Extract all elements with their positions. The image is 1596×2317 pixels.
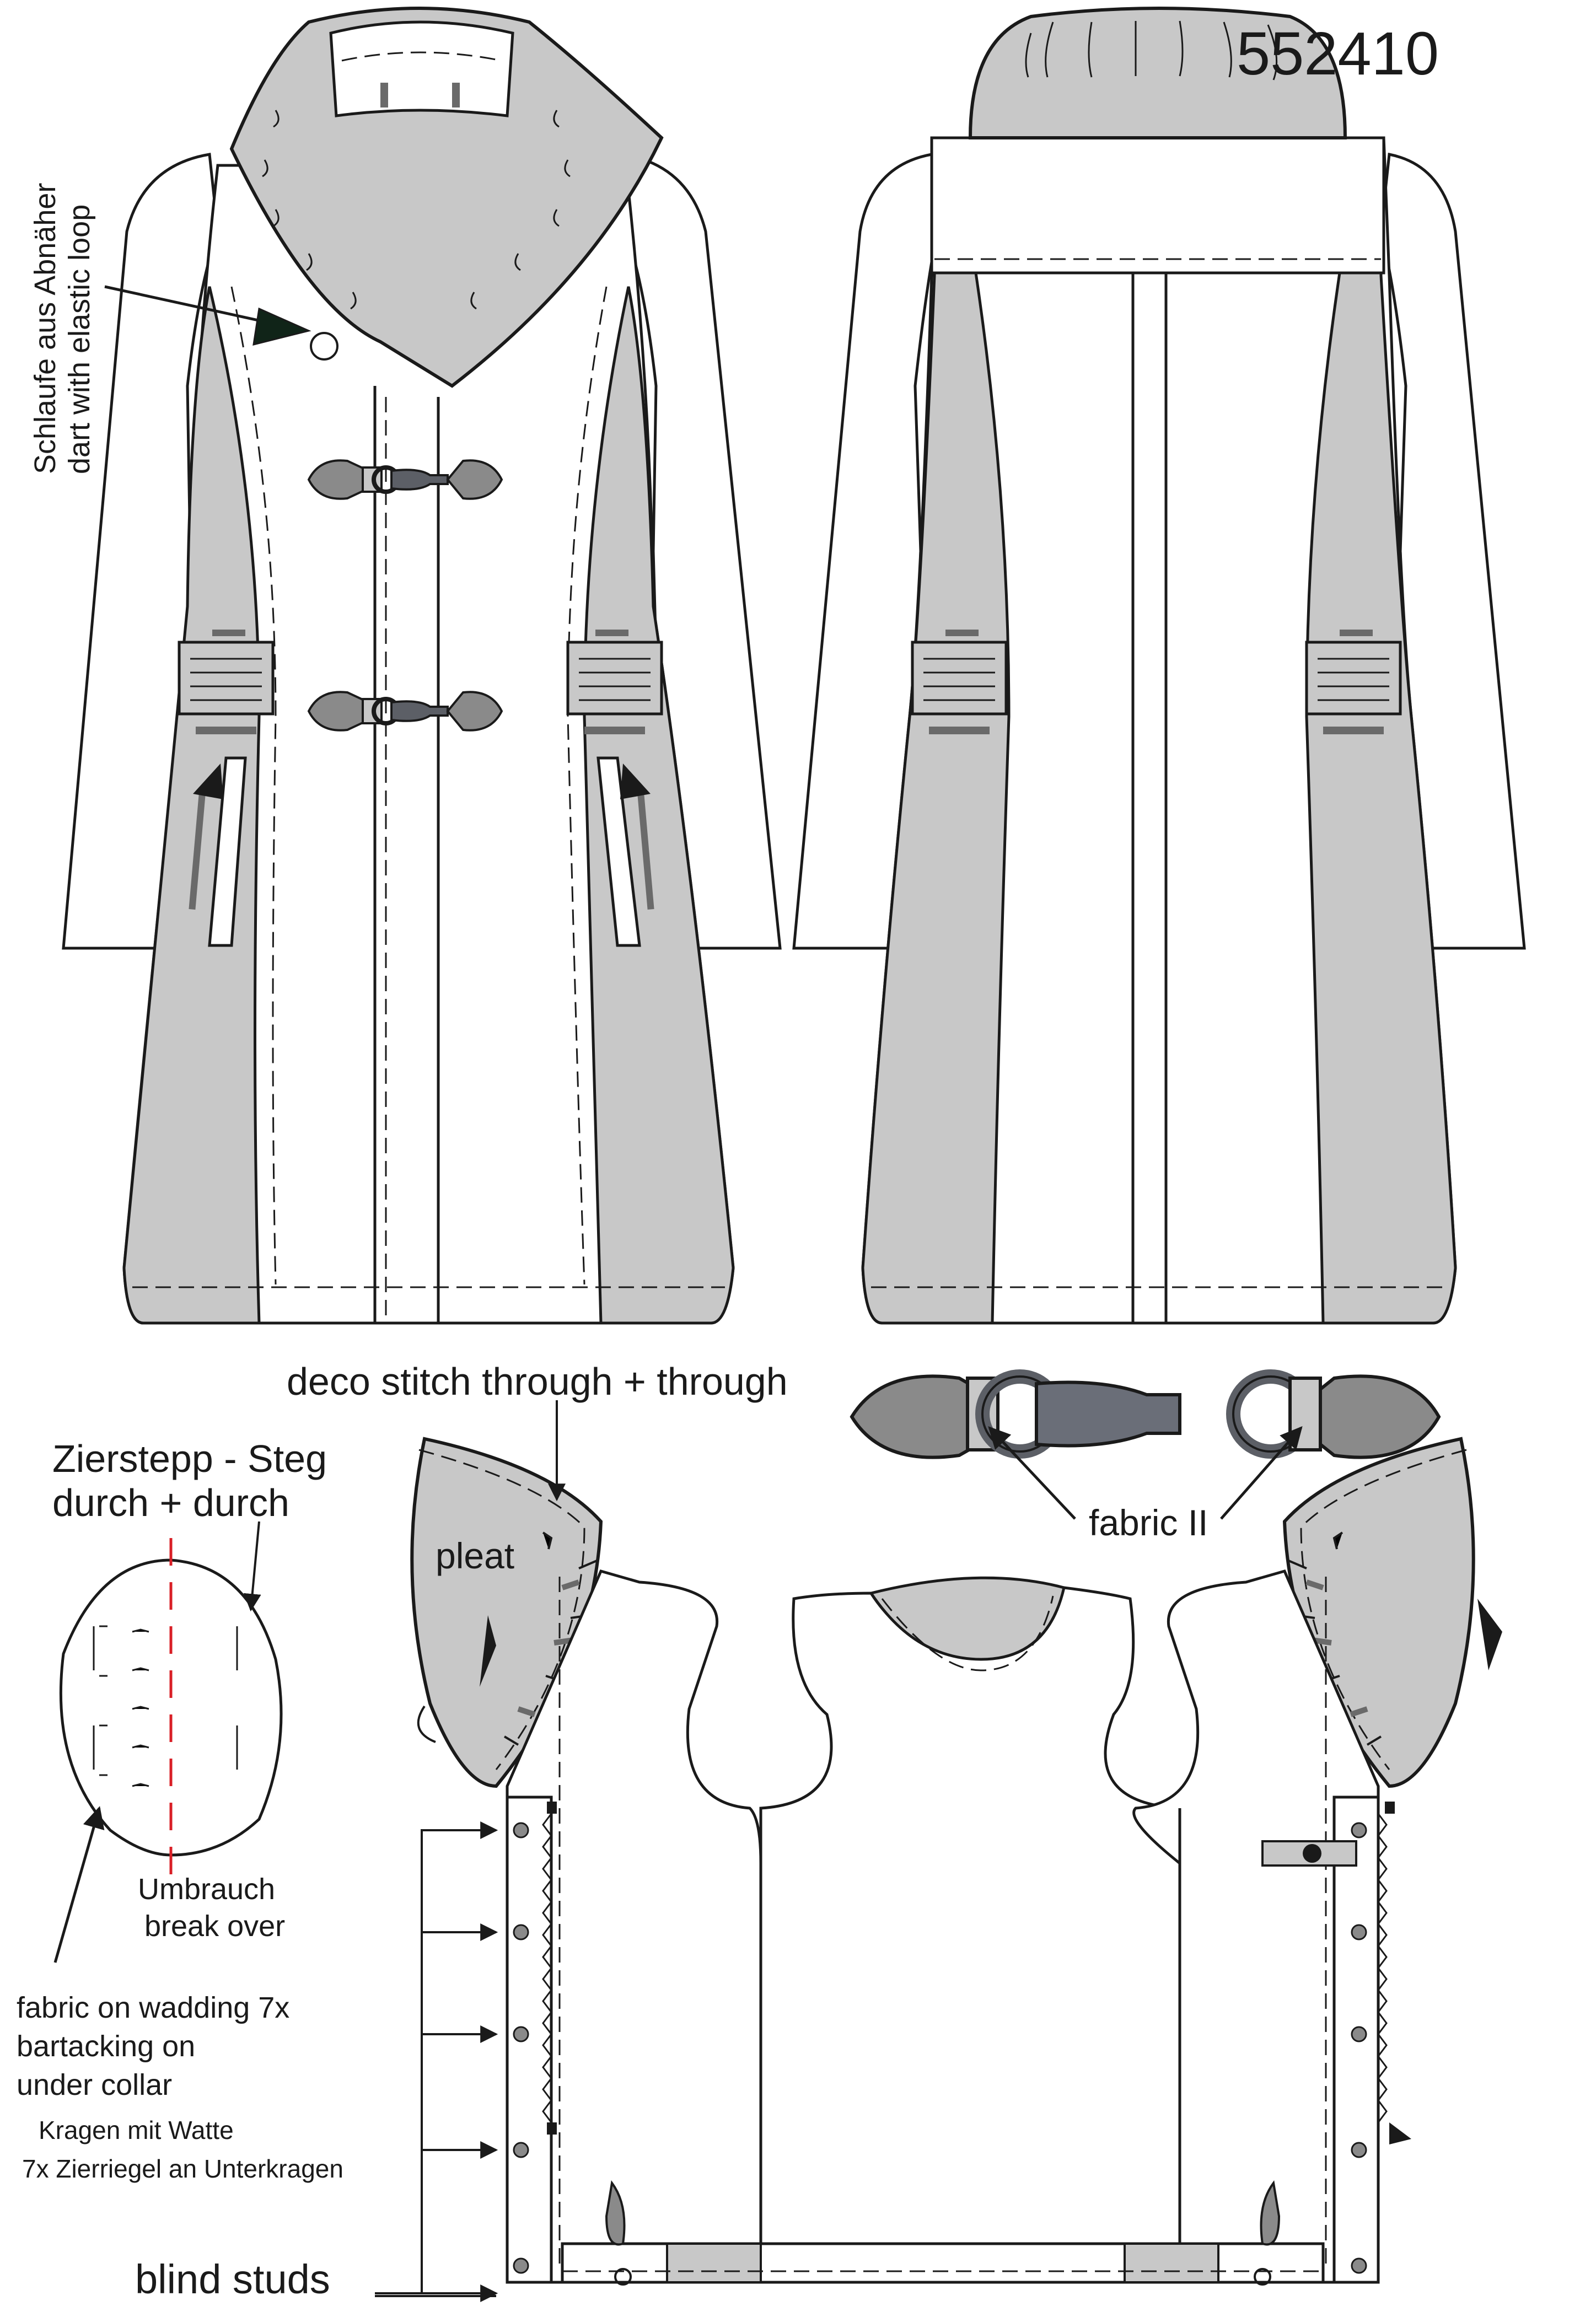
front-left-side-panel <box>122 286 261 1325</box>
elastic-loop-icon <box>310 332 338 361</box>
umbrauch-label: Umbrauch <box>138 1873 275 1906</box>
right-front-panel <box>1132 1569 1380 2284</box>
pleat-label: pleat <box>436 1535 514 1576</box>
kragen-label-2: 7x Zierriegel an Unterkragen <box>22 2154 343 2183</box>
left-front-panel <box>506 1569 762 2284</box>
style-number: 552410 <box>1237 20 1439 88</box>
fabric-ii-label: fabric II <box>1089 1502 1208 1543</box>
back-panel <box>759 1586 1181 2284</box>
blind-studs-label: blind studs <box>135 2256 330 2302</box>
zierstepp-label-2: durch + durch <box>52 1481 289 1524</box>
zierstepp-label-1: Zierstepp - Steg <box>52 1437 327 1480</box>
collar-detail <box>53 1521 283 1963</box>
open-flat-view <box>375 1437 1502 2302</box>
front-left-waist-tab <box>178 630 275 734</box>
break-over-label: break over <box>144 1910 285 1943</box>
wadding-label-3: under collar <box>17 2068 172 2101</box>
front-left-welt-pocket <box>189 756 247 947</box>
front-view <box>62 7 782 1325</box>
back-right-waist-tab <box>1305 630 1402 734</box>
deco-stitch-label: deco stitch through + through <box>287 1360 788 1403</box>
back-view <box>792 7 1526 1325</box>
front-right-side-panel <box>583 286 735 1325</box>
kragen-label-1: Kragen mit Watte <box>39 2116 234 2144</box>
back-left-waist-tab <box>911 630 1008 734</box>
front-right-waist-tab <box>566 630 663 734</box>
front-right-welt-pocket <box>597 756 654 947</box>
back-gathered-collar <box>968 7 1347 139</box>
loop-label-de: Schlaufe aus Abnäher <box>29 183 62 474</box>
toggle-clasp-detail <box>850 1369 1441 1520</box>
back-right-side-panel <box>1305 271 1457 1325</box>
loop-label-en: dart with elastic loop <box>63 205 96 474</box>
wadding-label-2: bartacking on <box>17 2030 195 2063</box>
back-yoke <box>930 136 1385 275</box>
wadding-label-1: fabric on wadding 7x <box>17 1991 289 2024</box>
